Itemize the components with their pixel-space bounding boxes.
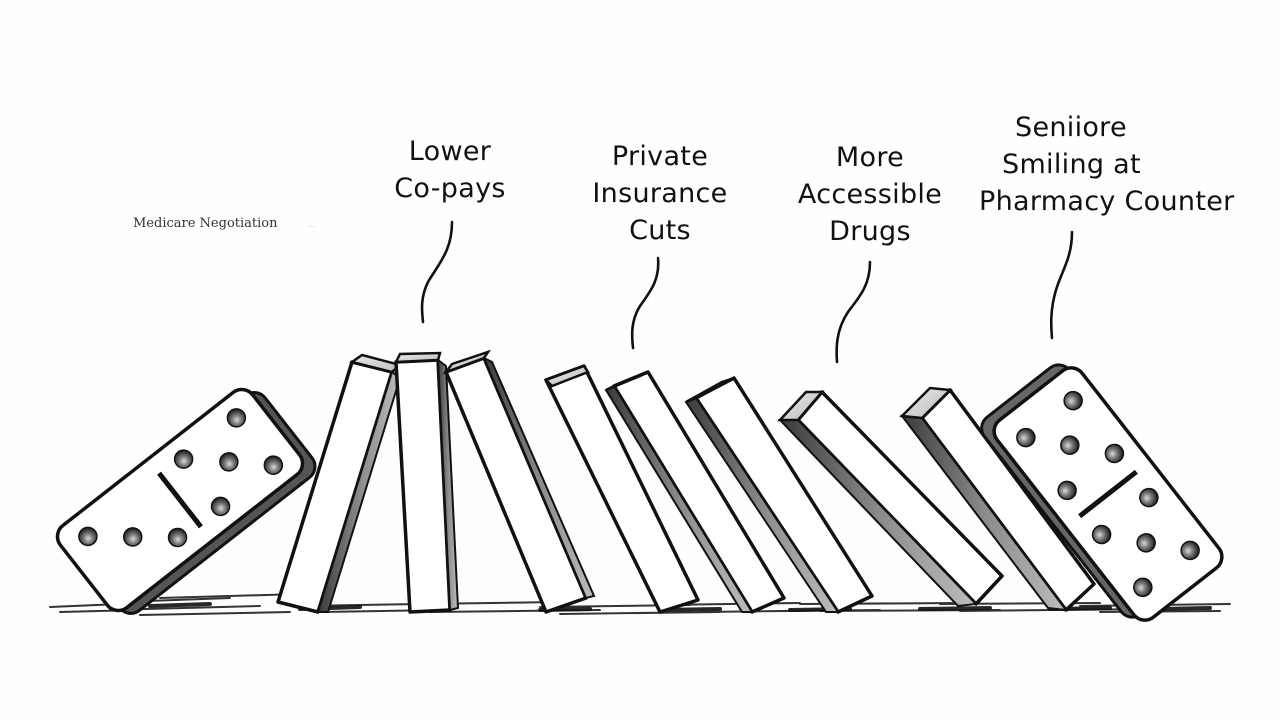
label-line: Pharmacy Counter	[979, 186, 1235, 217]
side-label-medicare-negotiation: Medicare Negotiation	[133, 216, 278, 231]
domino-9	[899, 386, 1096, 612]
leader-lines	[420, 220, 1074, 364]
label-more-accessible-drugs: More Accessible Drugs	[795, 139, 945, 250]
label-seniors-smiling: Seniiore Smiling at Pharmacy Counter	[975, 109, 1235, 220]
label-line: More	[835, 142, 905, 173]
side-mark: ...	[308, 221, 315, 229]
leader-accessible-drugs	[835, 260, 872, 364]
label-lower-copays: Lower Co-pays	[390, 133, 510, 207]
label-line: Private	[611, 141, 709, 172]
domino-6	[604, 370, 786, 614]
domino-8	[777, 390, 1004, 608]
label-line: Cuts	[629, 215, 691, 246]
label-line: Insurance	[592, 178, 728, 209]
label-line: Co-pays	[394, 173, 506, 204]
domino-4	[442, 349, 596, 614]
label-private-insurance-cuts: Private Insurance Cuts	[580, 138, 740, 249]
domino-5	[543, 364, 700, 614]
leader-seniors	[1049, 230, 1074, 340]
label-line: Smiling at	[1002, 149, 1141, 180]
label-line: Seniiore	[1015, 112, 1127, 143]
domino-3	[393, 351, 460, 614]
domino-7	[684, 376, 874, 614]
domino-face-right	[980, 363, 1224, 622]
label-line: Drugs	[829, 216, 911, 247]
leader-private-insurance	[630, 256, 660, 350]
domino-face-left	[55, 387, 317, 615]
domino-2	[276, 353, 403, 614]
label-line: Accessible	[797, 179, 943, 210]
leader-lower-copays	[420, 220, 454, 324]
label-line: Lower	[408, 136, 492, 167]
